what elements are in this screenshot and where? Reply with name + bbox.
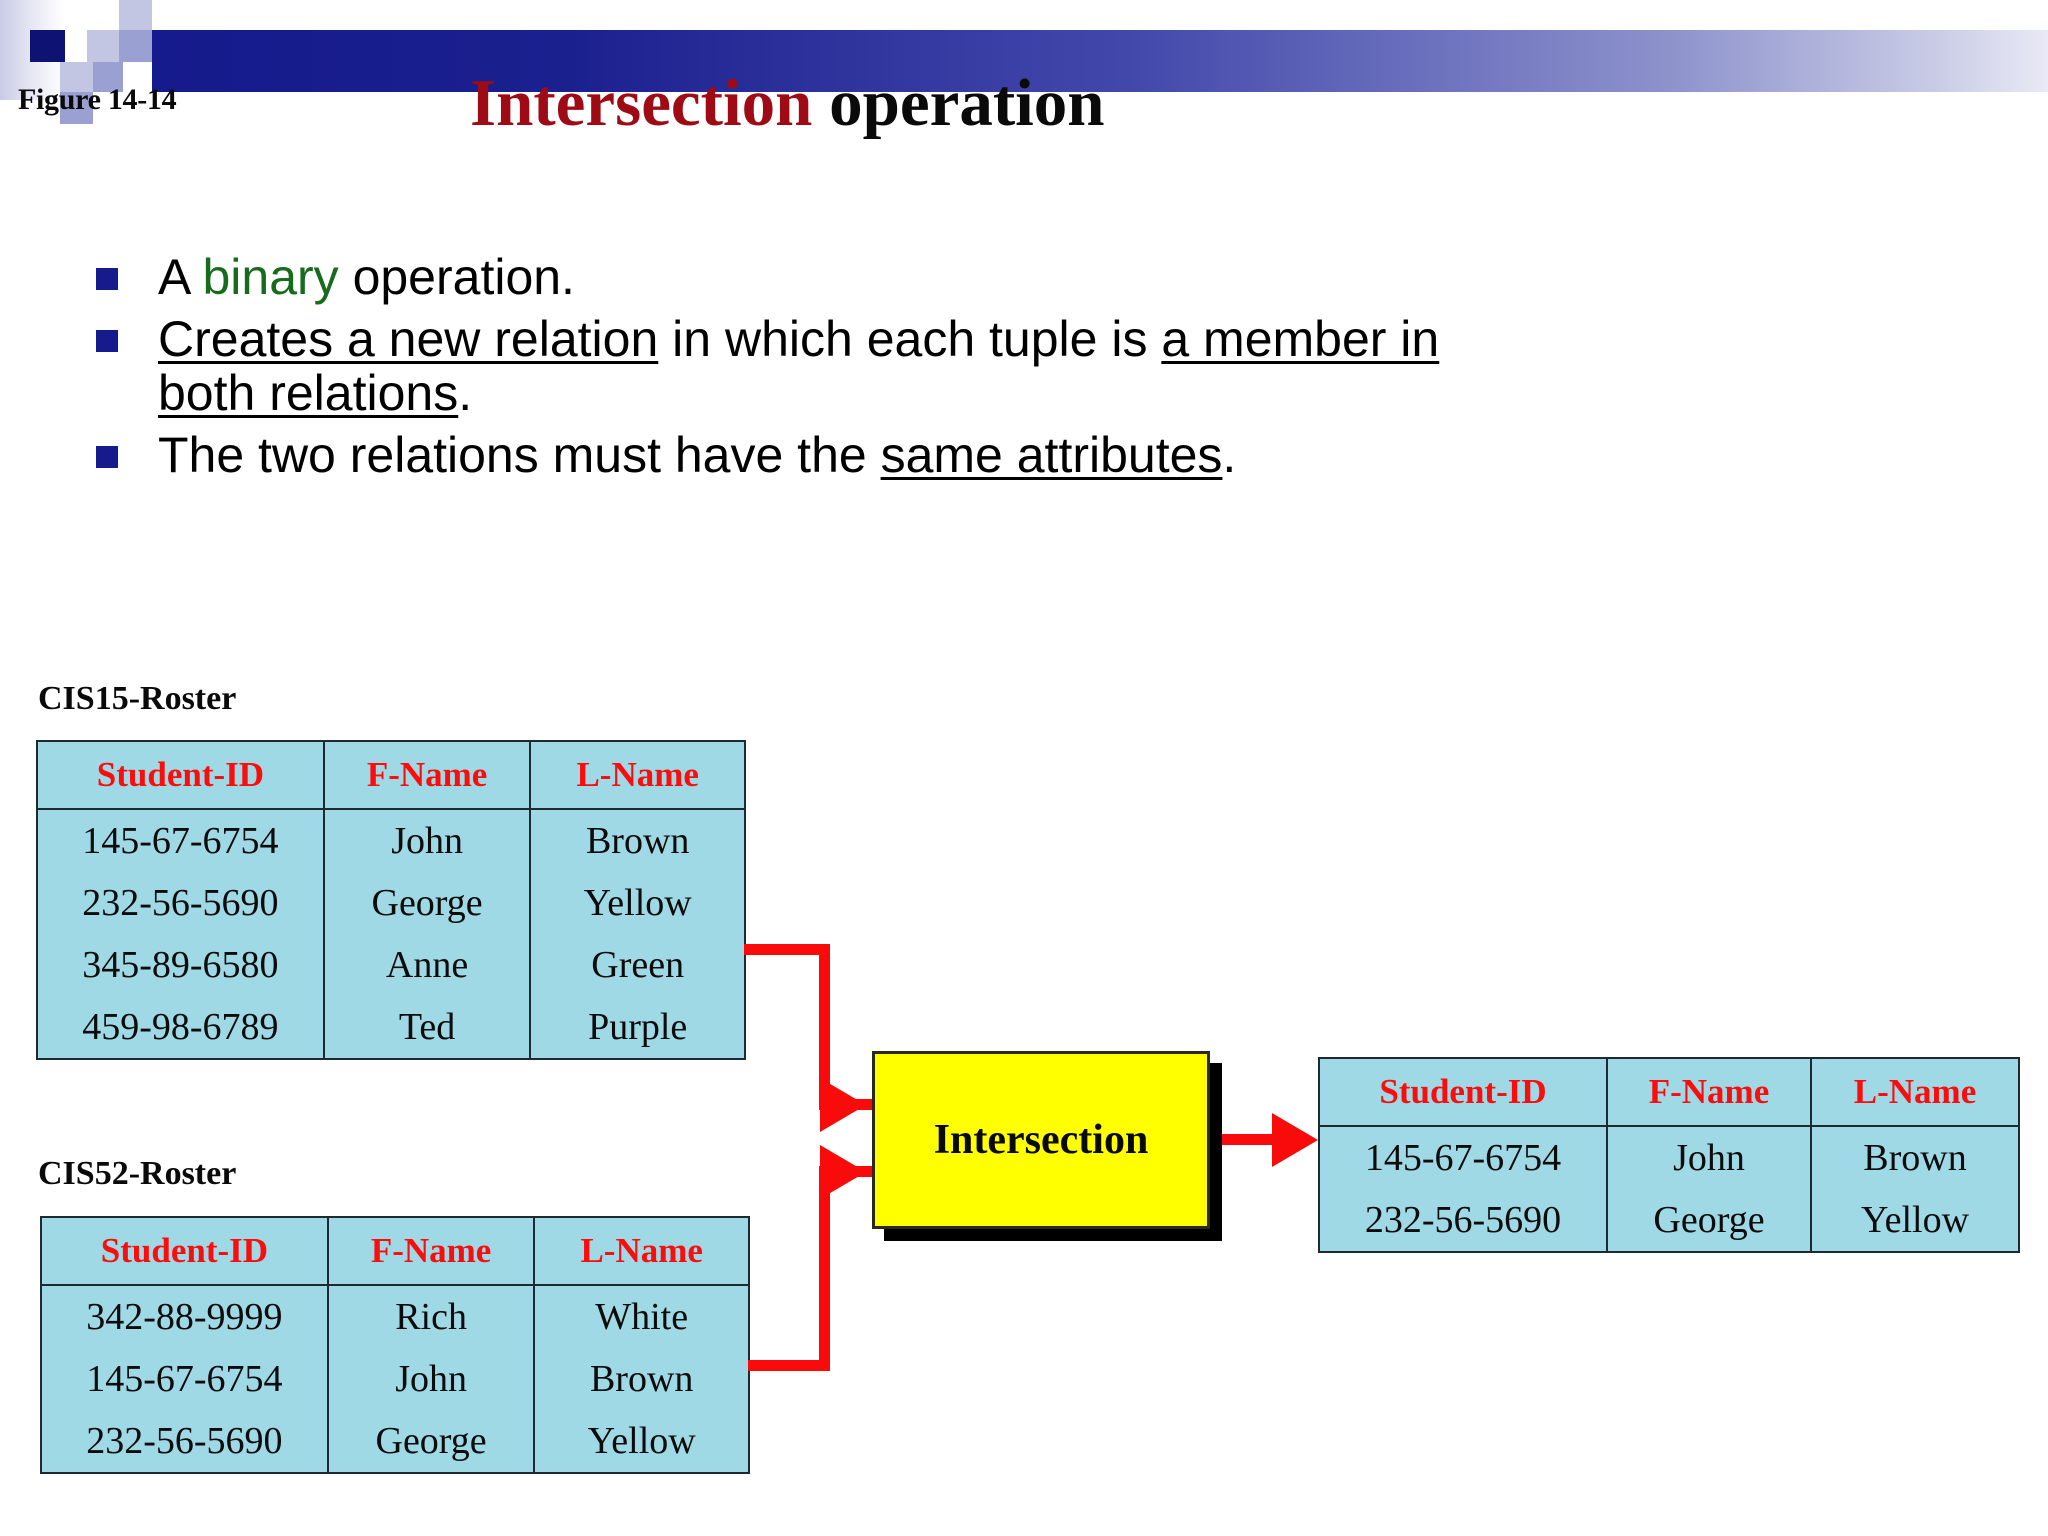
bullet-text-creates: Creates a new relation in which each tup… [158, 312, 1546, 420]
cell-f-name: George [322, 872, 532, 934]
deco-square-5 [60, 62, 93, 92]
column-header-student-id: Student-ID [40, 1216, 329, 1286]
cell-l-name: Yellow [533, 1410, 750, 1474]
figure-label: Figure 14-14 [18, 83, 177, 116]
table-row: 145-67-6754 John Brown [40, 1348, 750, 1410]
cell-l-name: Brown [533, 1348, 750, 1410]
connector-a-vertical [819, 944, 830, 1110]
relation-table-result: Student-ID F-Name L-Name 145-67-6754 Joh… [1318, 1057, 2020, 1253]
cell-f-name: George [326, 1410, 536, 1474]
cell-f-name: Ted [322, 996, 532, 1060]
column-header-f-name: F-Name [322, 740, 532, 810]
bullet-text-binary: A binary operation. [158, 250, 1546, 304]
cell-f-name: John [326, 1348, 536, 1410]
connector-b-arrowhead-icon [820, 1145, 866, 1199]
table-row: 459-98-6789 Ted Purple [36, 996, 746, 1060]
table-row: 345-89-6580 Anne Green [36, 934, 746, 996]
deco-square-4 [119, 30, 152, 62]
cell-l-name: White [533, 1284, 750, 1348]
deco-square-6 [93, 62, 123, 92]
bullet-creates-seg4: . [458, 365, 473, 421]
cell-student-id: 232-56-5690 [40, 1410, 329, 1474]
bullet-item-creates: Creates a new relation in which each tup… [96, 312, 1546, 420]
column-header-student-id: Student-ID [36, 740, 325, 810]
bullet-binary-post: operation. [338, 249, 575, 305]
cell-f-name: Anne [322, 934, 532, 996]
deco-square-1 [119, 0, 152, 30]
connector-a-horizontal-1 [744, 944, 830, 955]
title-rest: operation [812, 66, 1105, 140]
cell-student-id: 232-56-5690 [1318, 1189, 1608, 1253]
cell-f-name: John [1606, 1125, 1812, 1189]
header-decoration-band [0, 0, 2048, 124]
column-header-l-name: L-Name [533, 1216, 750, 1286]
bullet-binary-emph: binary [202, 249, 339, 305]
connector-result-arrowhead-icon [1272, 1113, 1318, 1167]
table-caption-cis15: CIS15-Roster [38, 680, 237, 717]
connector-b-vertical [819, 1166, 830, 1371]
bullet-creates-seg1: Creates a new relation [158, 311, 659, 367]
operation-box-label: Intersection [933, 1117, 1149, 1163]
connector-a-arrowhead-icon [820, 1078, 866, 1132]
bullet-list: A binary operation. Creates a new relati… [96, 250, 1546, 490]
table-header-row: Student-ID F-Name L-Name [40, 1216, 750, 1286]
operation-box[interactable]: Intersection [872, 1051, 1210, 1229]
table-header-row: Student-ID F-Name L-Name [36, 740, 746, 810]
band-gradient-bar [152, 30, 2048, 92]
table-row: 145-67-6754 John Brown [1318, 1125, 2020, 1189]
connector-b-horizontal-1 [748, 1360, 830, 1371]
table-row: 232-56-5690 George Yellow [40, 1410, 750, 1474]
bullet-square-icon [96, 268, 118, 290]
table-row: 342-88-9999 Rich White [40, 1284, 750, 1348]
relation-table-cis52: Student-ID F-Name L-Name 342-88-9999 Ric… [40, 1216, 750, 1474]
deco-square-7 [60, 92, 93, 124]
table-row: 232-56-5690 George Yellow [36, 872, 746, 934]
column-header-f-name: F-Name [1606, 1057, 1812, 1127]
bullet-attributes-seg3: . [1222, 427, 1237, 483]
deco-square-3 [87, 30, 119, 62]
table-row: 145-67-6754 John Brown [36, 808, 746, 872]
column-header-l-name: L-Name [1810, 1057, 2020, 1127]
cell-l-name: Yellow [529, 872, 746, 934]
bullet-creates-seg3: a member in both relations [158, 311, 1440, 421]
table-row: 232-56-5690 George Yellow [1318, 1189, 2020, 1253]
cell-student-id: 459-98-6789 [36, 996, 325, 1060]
column-header-l-name: L-Name [529, 740, 746, 810]
cell-f-name: George [1606, 1189, 1812, 1253]
cell-f-name: Rich [326, 1284, 536, 1348]
deco-square-2 [30, 30, 65, 62]
cell-l-name: Purple [529, 996, 746, 1060]
bullet-creates-seg2: in which each tuple is [658, 311, 1162, 367]
cell-student-id: 145-67-6754 [36, 808, 325, 872]
cell-student-id: 342-88-9999 [40, 1284, 329, 1348]
bullet-binary-pre: A [158, 249, 203, 305]
cell-f-name: John [322, 808, 532, 872]
bullet-attributes-seg1: The two relations must have the [158, 427, 881, 483]
cell-l-name: Green [529, 934, 746, 996]
bullet-item-attributes: The two relations must have the same att… [96, 428, 1546, 482]
cell-l-name: Brown [1810, 1125, 2020, 1189]
column-header-f-name: F-Name [326, 1216, 536, 1286]
page-title: Intersection operation [470, 65, 1105, 142]
cell-student-id: 145-67-6754 [40, 1348, 329, 1410]
cell-l-name: Brown [529, 808, 746, 872]
connector-result-horizontal [1222, 1134, 1286, 1145]
column-header-student-id: Student-ID [1318, 1057, 1608, 1127]
bullet-square-icon [96, 330, 118, 352]
table-caption-cis52: CIS52-Roster [38, 1155, 237, 1192]
cell-student-id: 145-67-6754 [1318, 1125, 1608, 1189]
cell-l-name: Yellow [1810, 1189, 2020, 1253]
title-highlight: Intersection [470, 66, 813, 140]
relation-table-cis15: Student-ID F-Name L-Name 145-67-6754 Joh… [36, 740, 746, 1060]
bullet-attributes-seg2: same attributes [880, 427, 1223, 483]
cell-student-id: 345-89-6580 [36, 934, 325, 996]
cell-student-id: 232-56-5690 [36, 872, 325, 934]
table-header-row: Student-ID F-Name L-Name [1318, 1057, 2020, 1127]
bullet-text-attributes: The two relations must have the same att… [158, 428, 1546, 482]
bullet-square-icon [96, 446, 118, 468]
bullet-item-binary: A binary operation. [96, 250, 1546, 304]
